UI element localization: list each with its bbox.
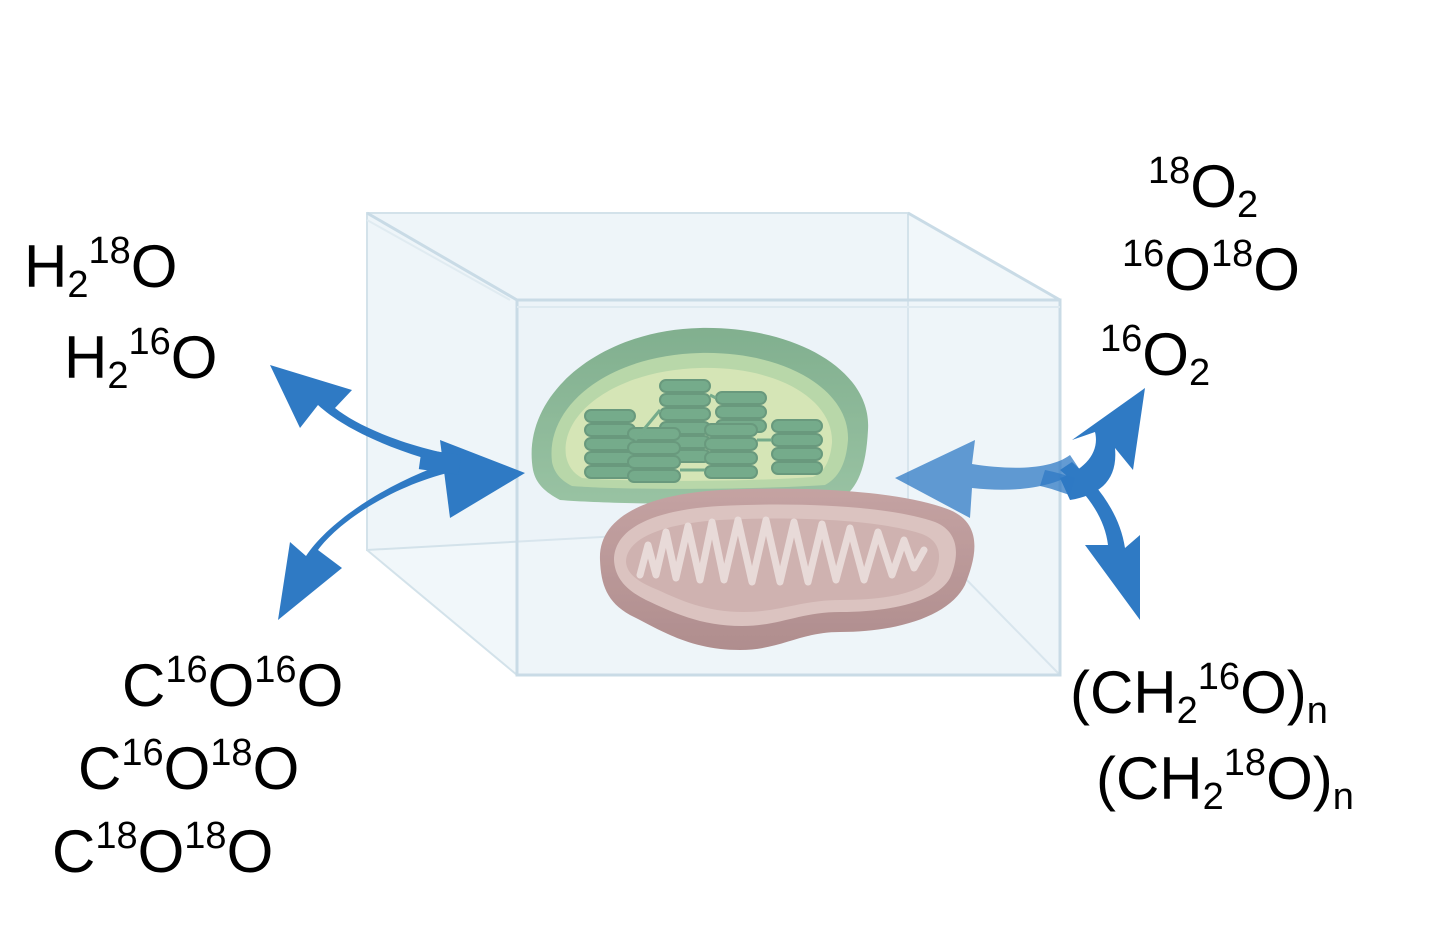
mitochondrion-icon — [599, 488, 975, 650]
chloroplast-icon — [531, 327, 869, 504]
glass-chamber-front — [515, 298, 1062, 677]
water-h2-16o-label: H216O — [64, 321, 218, 397]
o2-16-label: 16O2 — [1100, 318, 1211, 394]
double-headed-arrow-icon — [895, 388, 1145, 620]
co2-18-18-label: C18O18O — [52, 815, 274, 885]
double-headed-arrow-icon — [270, 365, 525, 620]
o2-16-18-label: 16O18O — [1122, 233, 1300, 303]
carbohydrate-16-label: (CH216O)n — [1070, 656, 1328, 732]
co2-16-16-label: C16O16O — [122, 649, 344, 719]
carbohydrate-18-label: (CH218O)n — [1096, 742, 1354, 818]
water-h2-18o-label: H218O — [24, 230, 178, 306]
co2-16-18-label: C16O18O — [78, 732, 300, 802]
o2-18-label: 18O2 — [1148, 150, 1259, 226]
